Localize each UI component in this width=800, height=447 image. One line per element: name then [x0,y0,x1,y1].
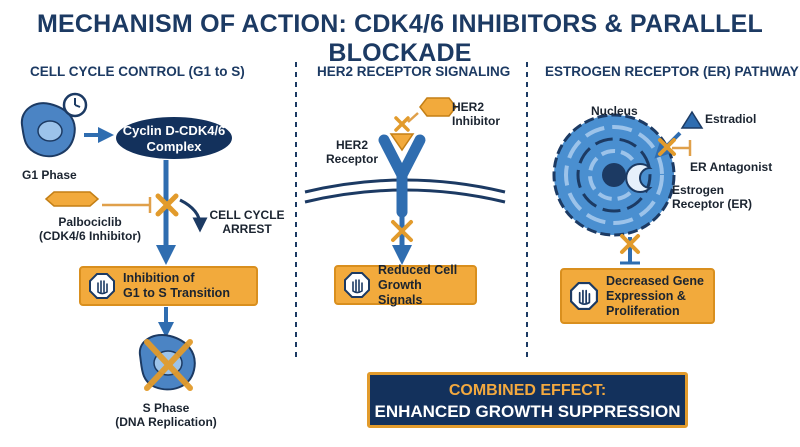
stop-hand-icon [570,282,598,310]
g1-phase-label: G1 Phase [22,168,77,182]
her2-inhibitor-icon [419,97,457,117]
cyclin-complex-pill [116,117,232,159]
her2-receptor-icon [378,134,426,218]
combined-effect-box: COMBINED EFFECT: ENHANCED GROWTH SUPPRES… [367,372,688,428]
er-antagonist-label: ER Antagonist [690,160,773,174]
stop-hand-icon [344,272,370,298]
palbociclib-label: Palbociclib (CDK4/6 Inhibitor) [39,215,141,243]
estradiol-label: Estradiol [705,112,757,126]
section-title-cell-cycle: CELL CYCLE CONTROL (G1 to S) [30,64,245,79]
palbociclib-icon [44,191,100,207]
her2-receptor-label: HER2 Receptor [325,138,378,166]
cyclin-complex-label: Cyclin D-CDK4/6 Complex [122,123,226,154]
block-x-icon-her2-signal [391,220,413,242]
nucleus-icon [552,113,676,237]
estradiol-icon [680,110,704,129]
s-phase-label: S Phase (DNA Replication) [115,401,217,429]
clock-icon [62,92,88,118]
estrogen-receptor-icon [625,163,653,193]
cell-cycle-arrest-label: CELL CYCLE ARREST [209,208,285,236]
section-title-er: ESTROGEN RECEPTOR (ER) PATHWAY [545,64,799,79]
decreased-gene-box: Decreased Gene Expression & Proliferatio… [560,268,715,324]
her2-inhibitor-binding-icon [389,133,415,152]
stop-hand-icon [89,273,115,299]
g1-cell-icon [20,102,76,158]
her2-inhibitor-label: HER2 Inhibitor [452,100,500,128]
arrow-to-arrest [179,198,208,233]
block-x-icon-her2 [394,116,410,132]
block-x-icon-1 [155,193,179,217]
block-x-icon-er [658,138,676,156]
page-title: MECHANISM OF ACTION: CDK4/6 INHIBITORS &… [36,10,763,67]
inhibition-g1-s-box: Inhibition of G1 to S Transition [79,266,258,306]
estrogen-receptor-label: Estrogen Receptor (ER) [672,183,753,211]
section-title-her2: HER2 RECEPTOR SIGNALING [317,64,511,79]
block-x-icon-er-signal [620,234,640,254]
combined-effect-title: COMBINED EFFECT: [448,382,607,399]
block-x-icon-s-phase [144,339,193,391]
reduced-growth-box: Reduced Cell Growth Signals [334,263,477,307]
combined-effect-text: ENHANCED GROWTH SUPPRESSION [374,402,681,421]
nucleus-label: Nucleus [591,104,638,118]
